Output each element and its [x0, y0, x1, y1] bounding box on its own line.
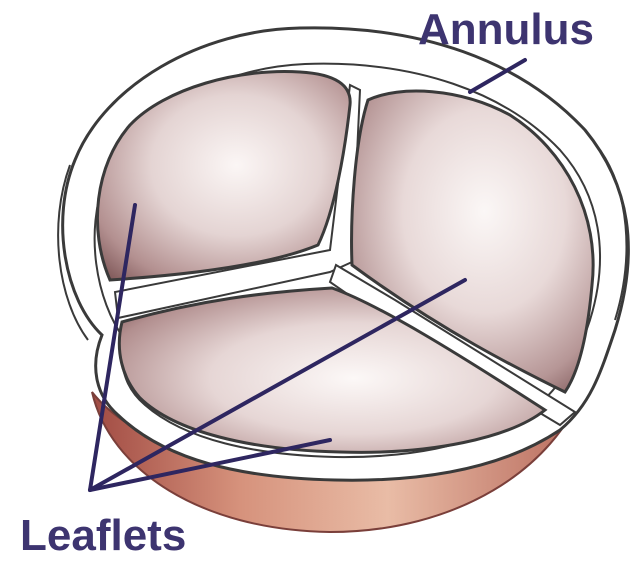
annulus-label: Annulus: [418, 5, 594, 54]
leaflets-label: Leaflets: [20, 511, 186, 560]
